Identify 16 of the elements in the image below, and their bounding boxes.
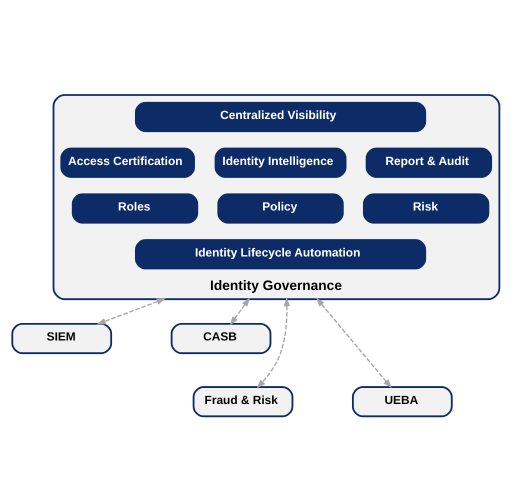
node-box: CASB <box>170 322 272 354</box>
arrow <box>256 297 290 388</box>
node-box: UEBA <box>352 386 453 418</box>
arrow <box>230 297 250 326</box>
node-box: Report & Audit <box>366 148 492 178</box>
node-box: Policy <box>217 193 344 224</box>
node-box: Identity Intelligence <box>214 148 346 178</box>
arrow <box>96 298 166 324</box>
node-box: Risk <box>362 193 490 224</box>
node-box: Access Certification <box>60 148 195 178</box>
node-box: Roles <box>72 193 198 224</box>
node-box: SIEM <box>11 322 112 354</box>
node-box: Identity Lifecycle Automation <box>134 239 426 270</box>
node-box: Centralized Visibility <box>134 102 426 132</box>
node-box: Fraud & Risk <box>192 386 294 418</box>
arrow <box>316 298 392 388</box>
